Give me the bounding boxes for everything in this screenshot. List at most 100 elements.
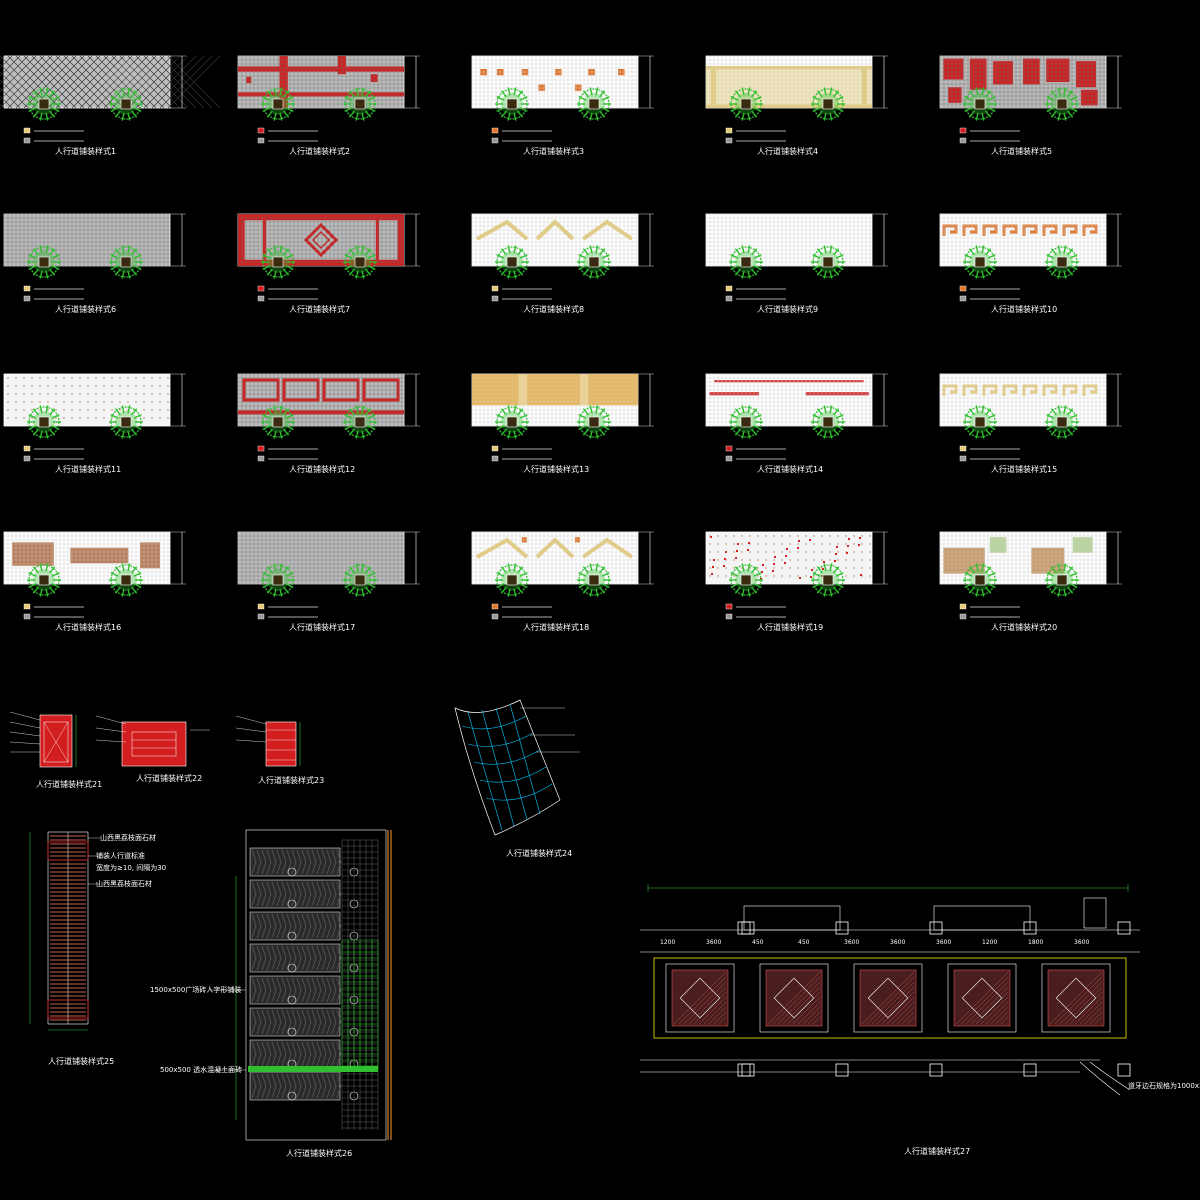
tree-symbol [495,563,529,597]
tree-symbol [27,87,61,121]
detail-a22: 人行道铺装样式22 [95,715,210,783]
accent-tiles [238,410,404,415]
pavement-panel: 人行道铺装样式13 [471,373,654,474]
tree-symbol [495,405,529,439]
a26-paving [248,839,379,1130]
herringbone-row [249,847,359,877]
detail-a24: 人行道铺装样式24 [454,699,580,858]
panel-label: 人行道铺装样式9 [757,304,818,314]
panel-surface [939,373,1107,427]
dimension-line [170,531,186,585]
a27-dimension-number: 1200 [660,939,675,946]
panel-label: 人行道铺装样式17 [289,622,355,632]
legend-swatches [725,603,786,620]
panel-surface [705,373,873,427]
legend-swatches [491,445,552,462]
tree-symbol [261,87,295,121]
tree-pit [853,921,943,1077]
detail-a25-label: 人行道铺装样式25 [48,1056,114,1066]
a27-dimension-number: 3600 [706,939,721,946]
pavement-panel: 人行道铺装样式12 [237,373,420,474]
tree-symbol [343,245,377,279]
tree-pit [665,921,755,1077]
pavement-panel: 人行道铺装样式1 [0,55,221,156]
accent-tiles [943,58,1098,106]
a27-dimension-number: 1800 [1028,939,1043,946]
tree-symbol [495,87,529,121]
dimension-line [170,373,186,427]
legend-swatches [23,445,84,462]
panel-label: 人行道铺装样式16 [55,622,121,632]
tree-symbol [343,563,377,597]
panel-surface [705,213,873,267]
dimension-line [638,531,654,585]
tree-symbol [109,87,143,121]
legend-swatches [959,445,1020,462]
legend-swatches [959,603,1020,620]
tree-symbol [261,245,295,279]
legend-swatches [491,127,552,144]
pavement-panel: 人行道铺装样式3 [471,55,654,156]
accent-tiles [709,380,869,396]
tree-symbol [811,563,845,597]
panel-surface [3,373,171,427]
dimension-line [404,373,420,427]
accent-tiles [706,66,872,108]
tree-pit [947,921,1037,1077]
pavement-panel: 人行道铺装样式16 [3,531,186,632]
herringbone-row [249,975,359,1005]
tree-symbol [109,245,143,279]
tree-symbol [1045,87,1079,121]
dot-grid [709,535,871,577]
herringbone-row [249,1007,359,1037]
detail-a23: 人行道铺装样式23 [235,715,324,785]
tile-grid [3,531,170,585]
detail-a25: 山西黑荔枝面石材 铺装人行道标准 宽度为≥10, 间隔为30 山西黑荔枝面石材 … [29,831,166,1066]
tile-grid [471,55,638,109]
panel-label: 人行道铺装样式8 [523,304,584,314]
pavement-panel: 人行道铺装样式5 [939,55,1122,156]
tree-symbol [495,245,529,279]
dot-grid [7,377,169,419]
panel-label: 人行道铺装样式19 [757,622,823,632]
a27-dimension-number: 450 [752,939,764,946]
dimension-line [872,531,888,585]
a27-right-note: 道牙边石规格为1000x300 [1128,1081,1200,1090]
legend-swatches [491,285,552,302]
a25-note-sub: 宽度为≥10, 间隔为30 [96,863,166,872]
legend-swatches [257,603,318,620]
panel-surface [471,55,639,109]
dimension-line [1106,531,1122,585]
legend-swatches [23,285,84,302]
legend-swatches [257,285,318,302]
detail-a23-label: 人行道铺装样式23 [258,775,324,785]
panel-label: 人行道铺装样式18 [523,622,589,632]
a26-note-2: 500x500 透水混凝土面砖 [160,1065,242,1074]
legend-swatches [725,445,786,462]
tree-symbol [963,405,997,439]
pavement-panel: 人行道铺装样式11 [3,373,186,474]
dimension-line [638,373,654,427]
detail-a24-label: 人行道铺装样式24 [506,848,572,858]
dimension-line [404,531,420,585]
herringbone-row [249,1071,359,1101]
tree-symbol [261,563,295,597]
tree-symbol [729,245,763,279]
legend-swatches [257,127,318,144]
panel-label: 人行道铺装样式1 [55,146,116,156]
accent-tiles [472,374,638,406]
herringbone-row [249,911,359,941]
tile-grid [341,939,379,1070]
herringbone-row [249,943,359,973]
detail-a21-label: 人行道铺装样式21 [36,779,102,789]
panel-label: 人行道铺装样式7 [289,304,350,314]
a25-note-2: 铺装人行道标准 [96,851,145,860]
pavement-panel: 人行道铺装样式8 [471,213,654,314]
tree-symbol [343,405,377,439]
pavement-panel: 人行道铺装样式20 [939,531,1122,632]
panel-label: 人行道铺装样式6 [55,304,116,314]
detail-a22-label: 人行道铺装样式22 [136,773,202,783]
